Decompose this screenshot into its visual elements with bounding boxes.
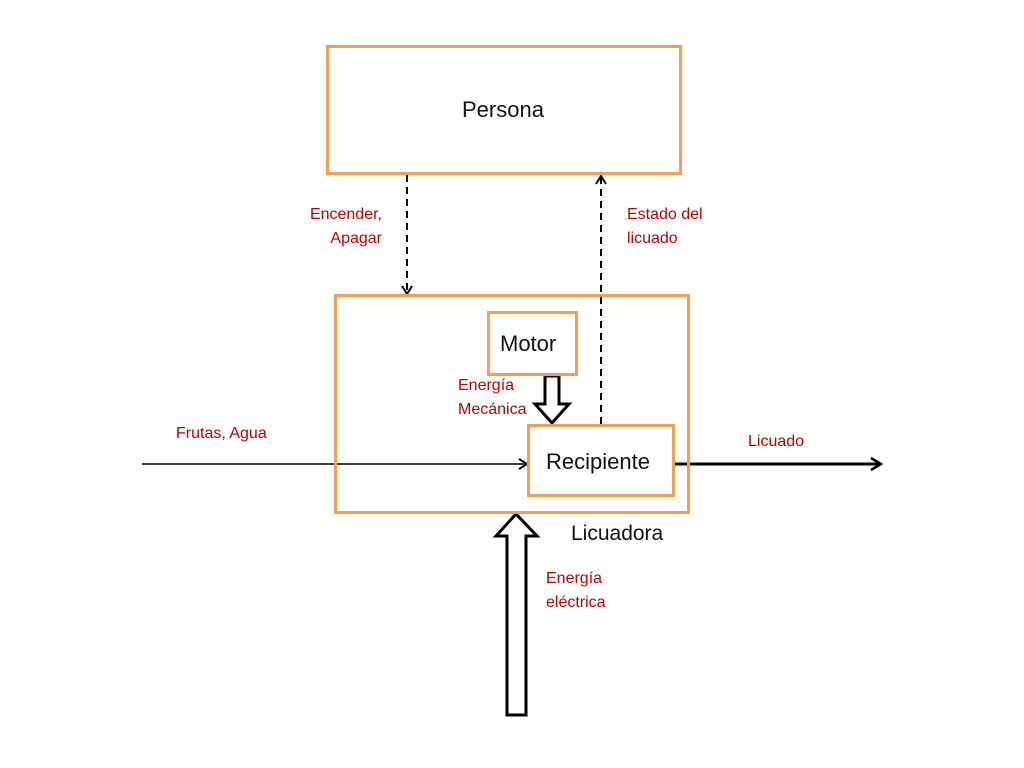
recipiente-label: Recipiente [546,449,650,474]
licuadora-label: Licuadora [571,522,664,545]
motor-label: Motor [500,331,557,356]
mechanical-energy-label: Energía Mecánica [458,377,527,418]
recipiente-box [527,424,675,497]
motor-box [487,311,578,376]
persona-box [326,45,682,175]
persona-label: Persona [462,97,544,122]
input-label: Frutas, Agua [176,425,267,442]
mechanical-energy-arrow [531,374,573,426]
licuadora-box [334,294,690,514]
electrical-energy-arrow [492,511,541,717]
electrical-energy-label: Energía eléctrica [546,570,606,611]
output-label: Licuado [748,433,805,450]
control-label: Encender, Apagar [309,206,382,247]
feedback-label: Estado del licuado [627,206,703,247]
